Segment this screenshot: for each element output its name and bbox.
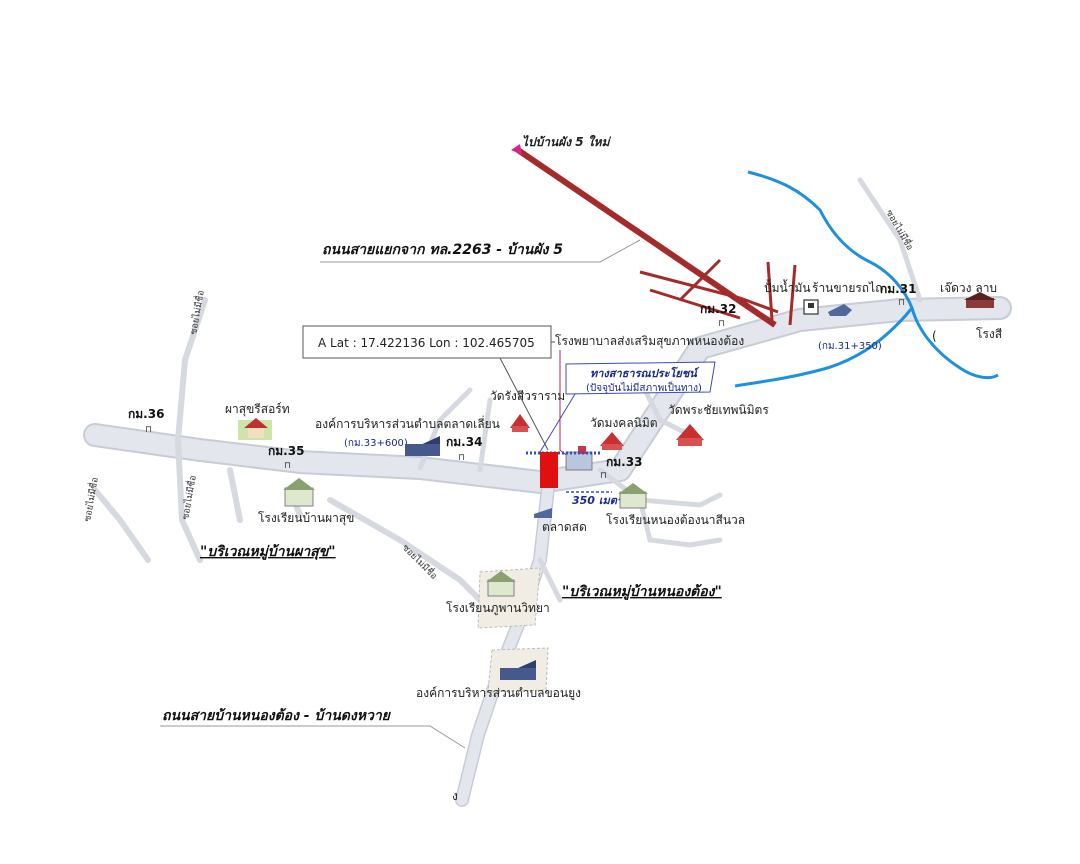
resort-label: ผาสุขรีสอร์ท <box>225 402 290 417</box>
km-post-icon: ⊓ <box>458 453 465 463</box>
red-road-branch <box>678 258 722 302</box>
top-destination-label: ไปบ้านผัง 5 ใหม่ <box>522 134 611 149</box>
wat-phra-label: วัดพระชัยเทพนิมิตร <box>668 403 769 417</box>
target-plot <box>540 452 558 488</box>
km31-label: กม.31 <box>880 282 916 296</box>
red-roads <box>511 144 797 328</box>
school-cut-label: โรงสี <box>976 327 1003 341</box>
km-post-icon: ⊓ <box>145 425 152 435</box>
school-phuphan-label: โรงเรียนภูพานวิทยา <box>446 601 550 616</box>
soi-road <box>92 487 151 563</box>
jaeduang-label: เจ๊ดวง ลาบ <box>940 281 997 295</box>
sao-thalat-label: องค์การบริหารส่วนตำบลตลาดเลี่ยน <box>315 415 500 431</box>
car-shop-label: ร้านขายรถไถ <box>812 281 882 295</box>
chainage-31: (กม.31+350) <box>818 341 882 352</box>
tractor-icon <box>828 304 852 316</box>
temple-icon <box>600 432 624 450</box>
soi-road <box>227 467 243 523</box>
office-building-icon <box>500 660 536 680</box>
south-arrow-icon: ง <box>452 789 458 803</box>
soi-label: ซอยไม่มีชื่อ <box>80 476 101 522</box>
parenthesis-mark: ( <box>932 329 937 343</box>
school-icon <box>618 483 648 509</box>
road-bottom-title: ถนนสายบ้านหนองต้อง - บ้านดงหวาย <box>162 708 392 724</box>
km34-label: กม.34 <box>446 435 482 449</box>
south-road <box>456 482 554 806</box>
km-post-icon: ⊓ <box>898 298 905 308</box>
school-icon <box>283 478 315 507</box>
school-nongtong-label: โรงเรียนหนองต้องนาสีนวล <box>606 513 745 527</box>
red-road-branch <box>788 264 797 326</box>
public-path-callout <box>565 361 716 395</box>
red-road-main <box>516 147 777 328</box>
km-post-icon: ⊓ <box>718 319 725 329</box>
km32-label: กม.32 <box>700 302 736 316</box>
restaurant-icon <box>964 292 996 308</box>
km-post-icon: ⊓ <box>284 461 291 471</box>
market-label: ตลาดสด <box>542 520 587 534</box>
road-main-title: ถนนสายแยกจาก ทล.2263 - บ้านผัง 5 <box>322 242 563 258</box>
soi-road <box>175 297 208 443</box>
soi-road <box>537 557 563 603</box>
km35-label: กม.35 <box>268 444 304 458</box>
gas-station-label: ปั้มน้ำมัน <box>764 279 811 295</box>
km36-label: กม.36 <box>128 407 164 421</box>
destination-pin-icon <box>511 144 522 155</box>
resort-icon <box>238 418 272 440</box>
main-highway <box>85 298 1010 492</box>
river-branch <box>734 307 914 388</box>
hospital-icon <box>565 446 593 471</box>
market-icon <box>534 508 552 518</box>
school-icon <box>486 571 516 597</box>
hospital-label: โรงพยาบาลส่งเสริมสุขภาพหนองต้อง <box>555 334 744 349</box>
temple-icon <box>510 414 530 432</box>
distance-label: 350 เมตร <box>572 494 625 507</box>
red-road-branch <box>766 261 774 321</box>
area-nongtong-label: "บริเวณหมู่บ้านหนองต้อง" <box>562 584 722 600</box>
coordinates-text: A Lat : 17.422136 Lon : 102.465705 <box>318 336 535 350</box>
wat-si-label: วัดรังสีวราราม <box>490 389 565 403</box>
wat-mongkhon-label: วัดมงคลนิมิต <box>590 416 658 430</box>
office-building-icon <box>405 436 440 456</box>
public-path-line2: (ปัจจุบันไม่มีสภาพเป็นทาง) <box>586 380 702 394</box>
km33-label: กม.33 <box>606 455 642 469</box>
temple-icon <box>676 424 704 446</box>
soi-road <box>857 177 923 303</box>
road-bottom-leader <box>160 725 466 749</box>
road-title-leader <box>320 239 641 263</box>
area-phasuk-label: "บริเวณหมู่บ้านผาสุข" <box>200 544 336 560</box>
soi-road <box>637 497 723 548</box>
gas-pump-icon <box>803 299 819 315</box>
soi-road <box>477 397 493 473</box>
public-path-line1: ทางสาธารณประโยชน์ <box>590 366 700 380</box>
soi-road <box>597 467 723 508</box>
river <box>747 170 999 380</box>
km-post-icon: ⊓ <box>600 471 607 481</box>
chainage-33: (กม.33+600) <box>344 438 408 449</box>
school-phasuk-label: โรงเรียนบ้านผาสุข <box>258 511 354 526</box>
red-road-branch <box>649 288 741 320</box>
sao-khonyung-label: องค์การบริหารส่วนตำบลขอนยูง <box>416 686 581 701</box>
red-road-branch <box>639 270 779 314</box>
soi-road <box>175 437 203 563</box>
coordinates-callout: A Lat : 17.422136 Lon : 102.465705 <box>302 325 555 451</box>
public-path-leader <box>539 393 576 453</box>
road-network <box>83 177 1012 807</box>
coordinates-leader <box>499 357 549 451</box>
